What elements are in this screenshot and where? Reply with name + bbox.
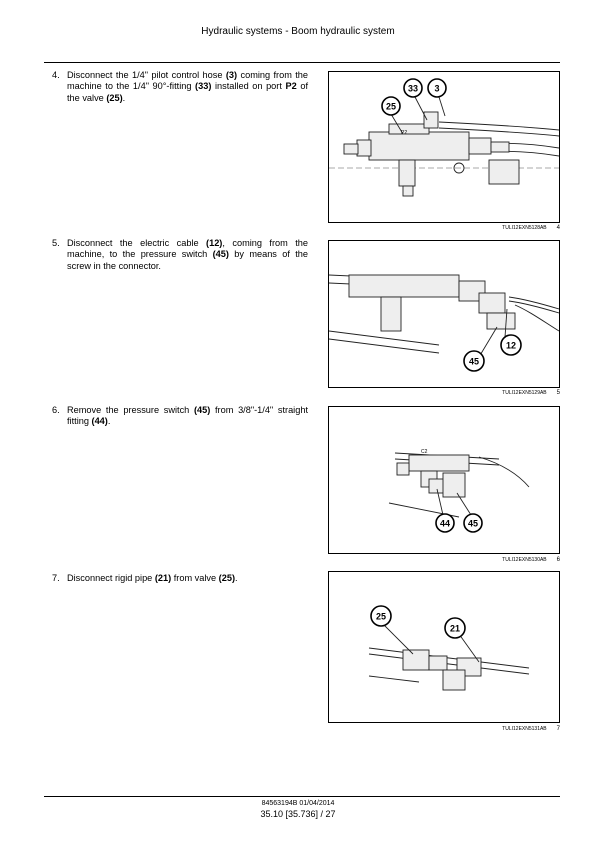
svg-text:21: 21	[450, 624, 460, 634]
figure-number: 4	[556, 225, 560, 231]
figure-code: TULI12EXN5128AB	[502, 225, 547, 231]
step-text: Disconnect the 1/4" pilot control hose (…	[67, 70, 308, 104]
bold-reference: P2	[285, 81, 297, 92]
svg-text:12: 12	[506, 341, 516, 351]
bold-reference: (33)	[195, 81, 212, 92]
header-rule	[44, 62, 560, 63]
step-number: 4.	[52, 70, 60, 80]
bold-reference: (25)	[106, 92, 123, 103]
svg-text:25: 25	[376, 612, 386, 622]
text-run: Disconnect the 1/4" pilot control hose	[67, 70, 226, 80]
text-run: installed on port	[211, 81, 286, 92]
callout-3: 3	[427, 78, 447, 98]
figure-6-caption: TULI12EXN5130AB 6	[328, 557, 560, 563]
bold-reference: (44)	[91, 416, 108, 427]
figure-number: 6	[556, 557, 560, 563]
text-run: .	[122, 92, 126, 103]
figure-6: C2 44 45	[328, 406, 560, 554]
step-4: 4. Disconnect the 1/4" pilot control hos…	[52, 70, 308, 104]
figure-6-illustration: C2 44 45	[388, 449, 530, 533]
text-run: Remove the pressure switch	[67, 405, 194, 415]
text-run: coming from the machine to the 1/4" 90°-…	[67, 70, 308, 92]
figure-7-caption: TULI12EXN5131AB 7	[328, 726, 560, 732]
text-run: , coming from the machine, to the pressu…	[67, 238, 308, 260]
figure-4-caption: TULI12EXN5128AB 4	[328, 225, 560, 231]
step-5: 5. Disconnect the electric cable (12), c…	[52, 238, 308, 272]
bold-reference: (45)	[193, 405, 211, 415]
text-run: Disconnect rigid pipe	[67, 573, 155, 583]
callout-44: 44	[435, 513, 455, 533]
text-run: from valve	[171, 573, 219, 583]
step-number: 5.	[52, 238, 60, 248]
figure-7-illustration: 25 21	[368, 605, 530, 691]
footer-page-ref: 35.10 [35.736] / 27	[260, 809, 336, 819]
figure-number: 7	[556, 726, 560, 732]
figure-code: TULI12EXN5130AB	[502, 557, 547, 563]
callout-45: 45	[463, 513, 483, 533]
figure-4: P2 25 33 3	[328, 71, 560, 223]
figure-5-illustration: 45 12	[329, 274, 559, 372]
footer-rule	[44, 796, 560, 797]
text-run: Disconnect the electric cable	[67, 238, 207, 248]
step-number: 7.	[52, 573, 60, 583]
text-run: from 3/8"-1/4" straight fitting	[67, 405, 308, 427]
callout-21: 21	[444, 617, 466, 639]
bold-reference: (21)	[154, 573, 172, 583]
bold-reference: (45)	[212, 249, 229, 260]
footer-doc-ref: 84563194B 01/04/2014	[261, 800, 335, 807]
bold-reference: (25)	[218, 573, 236, 583]
svg-text:44: 44	[440, 519, 450, 529]
step-text: Disconnect rigid pipe (21) from valve (2…	[67, 573, 308, 584]
svg-text:25: 25	[386, 102, 396, 112]
callout-33: 33	[403, 78, 423, 98]
step-number: 6.	[52, 405, 60, 415]
figure-code: TULI12EXN5131AB	[502, 726, 547, 732]
figure-number: 5	[556, 390, 560, 396]
page-header: Hydraulic systems - Boom hydraulic syste…	[201, 26, 395, 37]
svg-text:3: 3	[434, 84, 439, 94]
step-7: 7. Disconnect rigid pipe (21) from valve…	[52, 573, 308, 584]
step-6: 6. Remove the pressure switch (45) from …	[52, 405, 308, 428]
text-run: of the valve	[67, 81, 308, 103]
text-run: by means of the screw in the connector.	[67, 249, 308, 271]
callout-25: 25	[370, 605, 392, 627]
figure-5-caption: TULI12EXN5129AB 5	[328, 390, 560, 396]
figure-4-illustration: P2 25 33 3	[329, 78, 559, 197]
bold-reference: (12)	[206, 238, 223, 248]
figure-5: 45 12	[328, 240, 560, 388]
text-run: .	[235, 573, 238, 583]
svg-text:45: 45	[468, 519, 478, 529]
figure-code: TULI12EXN5129AB	[502, 390, 547, 396]
bold-reference: (3)	[225, 70, 238, 80]
port-label: P2	[401, 130, 407, 136]
svg-text:45: 45	[469, 357, 479, 367]
callout-12: 12	[500, 334, 522, 356]
figure-7: 25 21	[328, 571, 560, 723]
port-label: C2	[421, 449, 428, 455]
step-text: Disconnect the electric cable (12), comi…	[67, 238, 308, 272]
callout-25: 25	[381, 96, 401, 116]
step-text: Remove the pressure switch (45) from 3/8…	[67, 405, 308, 428]
text-run: .	[107, 416, 111, 427]
svg-text:33: 33	[408, 84, 418, 94]
callout-45: 45	[463, 350, 485, 372]
